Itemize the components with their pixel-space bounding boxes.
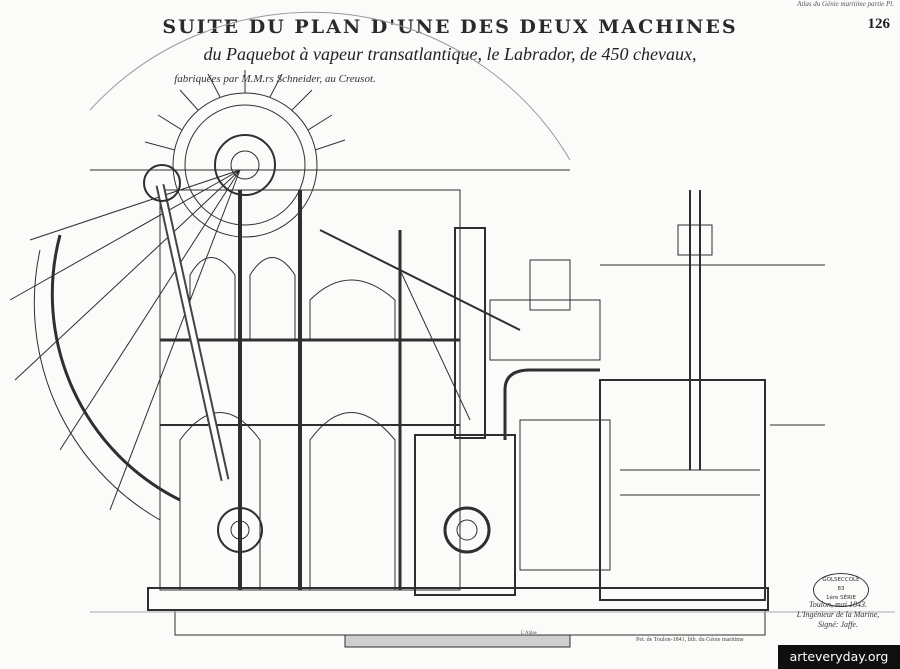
gothic-frame: [159, 189, 521, 591]
plate-subtitle: du Paquebot à vapeur transatlantique, le…: [203, 44, 697, 64]
stamp-line-2: 83: [837, 586, 845, 592]
air-pump: [599, 190, 825, 601]
stamp-line-3: 1ère SÉRIE: [825, 595, 857, 601]
lithographer-imprint: Pet. de Toulon-1841, lith. du Génie mari…: [636, 637, 744, 643]
connecting-rod: [143, 164, 263, 553]
gear-sector: [144, 70, 346, 238]
signature-block: Toulon, mai 1843. L'Ingénieur de la Mari…: [788, 600, 888, 630]
cylinder-block: [414, 227, 611, 596]
plate-maker-line: fabriquées par M.M.rs Schneider, au Creu…: [174, 73, 376, 85]
site-watermark: arteveryday.org: [778, 645, 900, 669]
atlas-header-note: Atlas du Génie maritime partie Pl.: [797, 0, 894, 8]
engraver-credit: L'Ablee: [521, 631, 537, 636]
signature-name: Signé: Jaffe.: [818, 620, 858, 629]
stamp-line-1: GOLSECCOLE: [822, 577, 860, 583]
library-stamp: GOLSECCOLE 83 1ère SÉRIE: [813, 573, 869, 607]
page-number: 126: [867, 16, 891, 32]
plate-title: SUITE DU PLAN D'UNE DES DEUX MACHINES: [162, 16, 738, 38]
bedplate: [90, 587, 895, 648]
signature-date: Toulon, mai 1843.: [809, 600, 867, 609]
signature-title: L'Ingénieur de la Marine,: [796, 610, 880, 619]
